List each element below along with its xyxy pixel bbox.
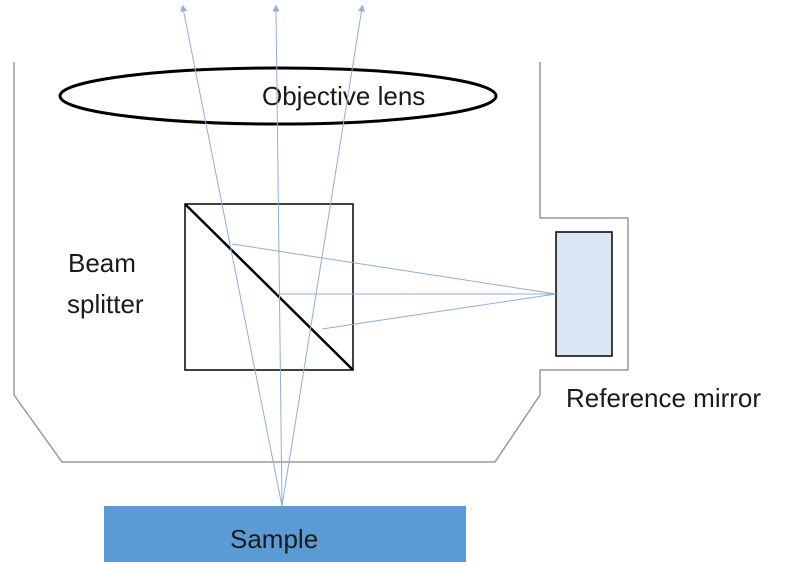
housing-outline	[13, 62, 629, 463]
ray-to-mirror-lower	[321, 293, 557, 330]
sample-label: Sample	[230, 524, 318, 554]
beam-splitter-label-line2: splitter	[67, 289, 144, 319]
sample-block	[104, 506, 466, 562]
reference-mirror-shape	[555, 231, 613, 357]
ray-out-center	[272, 4, 283, 507]
ray-out-left	[180, 4, 283, 507]
light-rays	[180, 4, 557, 507]
objective-lens-label: Objective lens	[262, 81, 425, 111]
ray-out-right	[281, 4, 365, 507]
beam-splitter-diagonal	[184, 203, 354, 371]
ray-to-mirror-upper	[231, 243, 557, 295]
reference-mirror-label: Reference mirror	[566, 383, 761, 413]
objective-lens-shape	[58, 66, 498, 126]
beam-splitter-label-line1: Beam	[68, 248, 136, 278]
